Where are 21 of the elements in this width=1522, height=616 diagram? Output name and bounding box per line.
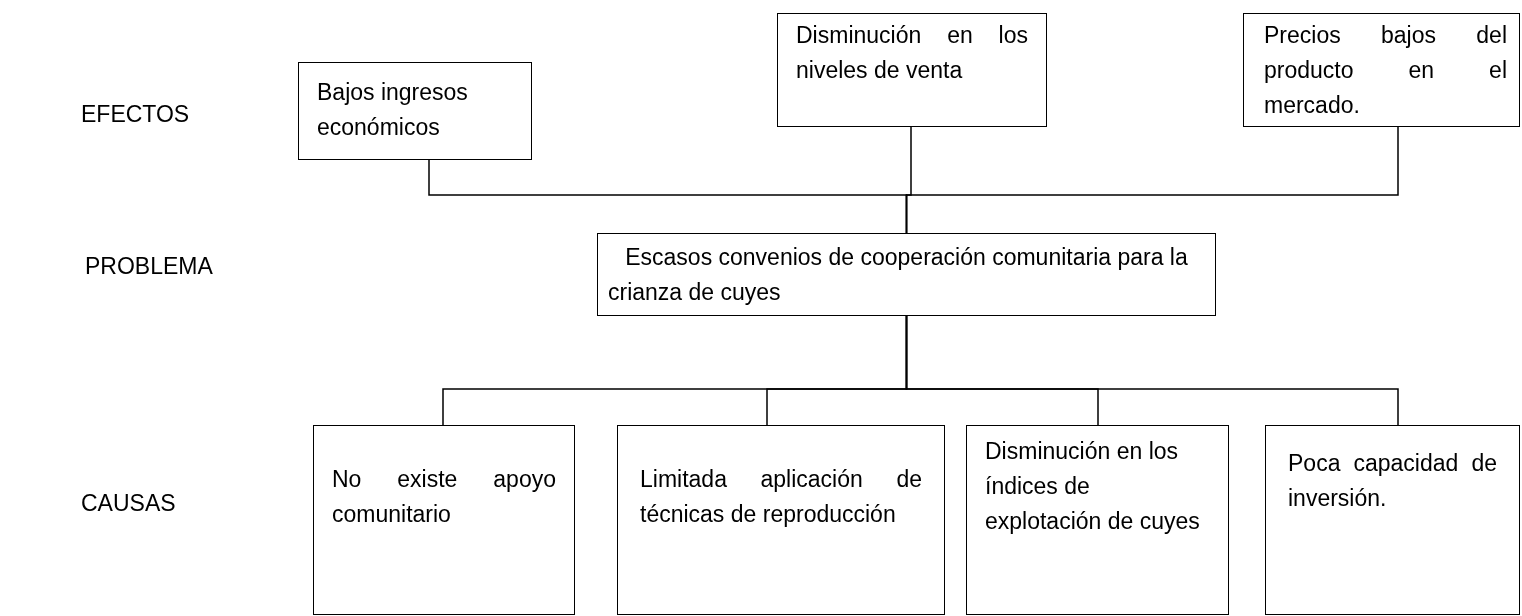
row-label: CAUSAS <box>81 490 176 517</box>
box-text: Disminución en los niveles de venta <box>796 21 1028 85</box>
box-text: Precios bajos del producto en el mercado. <box>1264 21 1507 120</box>
text-box <box>313 425 575 615</box>
connector-line <box>905 126 1399 234</box>
text-box <box>777 13 1047 127</box>
text-box <box>1243 13 1520 127</box>
box-text: Poca capacidad de inversión. <box>1288 449 1497 513</box>
box-text: Bajos ingresos económicos <box>317 78 469 142</box>
box-text: Disminución en los índices de explotación de cuyes <box>985 437 1201 536</box>
row-label: PROBLEMA <box>85 253 213 280</box>
text-box <box>298 62 532 160</box>
row-label: EFECTOS <box>81 101 190 128</box>
box-text: Limitada aplicación de técnicas de reproducción <box>640 465 922 529</box>
text-box <box>617 425 945 615</box>
connector-line <box>905 315 1399 426</box>
box-text: No existe apoyo comunitario <box>332 465 556 529</box>
box-text: Escasos convenios de cooperación comunitaria para la crianza de cuyes <box>608 243 1189 307</box>
text-box <box>597 233 1216 316</box>
text-box <box>966 425 1229 615</box>
text-box <box>1265 425 1520 615</box>
